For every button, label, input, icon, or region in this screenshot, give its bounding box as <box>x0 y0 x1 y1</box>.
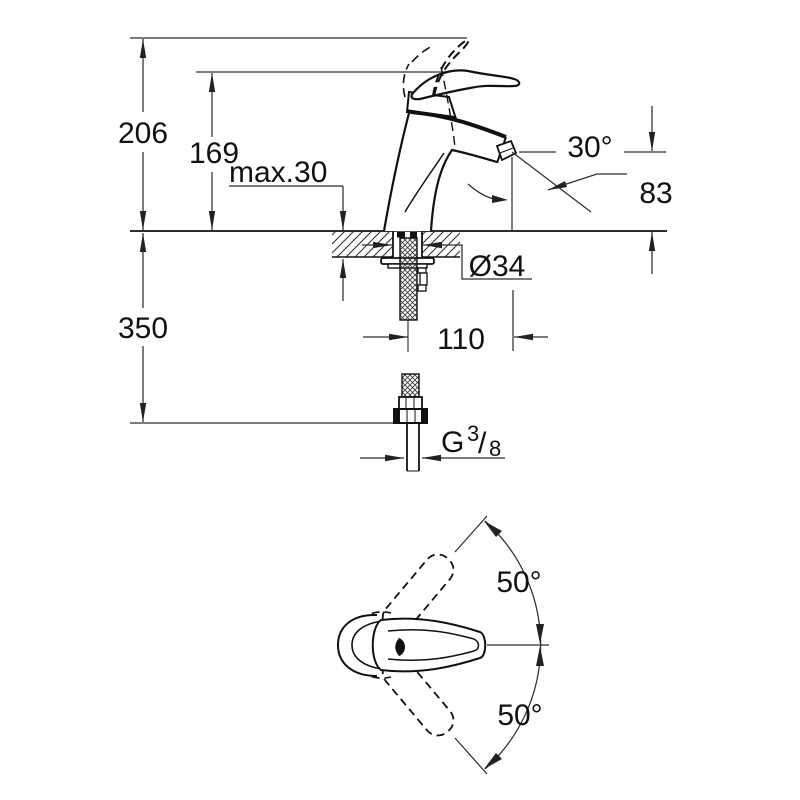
dim-label-swivel-lower: 50° <box>497 699 542 732</box>
lever-swing-trace-top <box>411 44 435 63</box>
swivel-diagonal-lower <box>454 737 488 775</box>
dimension-hose-length: 350 <box>118 233 168 422</box>
body-contour-line <box>404 152 445 213</box>
dimension-spout-angle: 30° <box>519 131 666 191</box>
dimension-thread: G 3 / 8 <box>360 421 505 462</box>
swivel-arrowhead-lower-center-icon <box>536 646 544 666</box>
lever-hidden-edge <box>440 66 456 148</box>
dim-34-leader <box>452 244 532 280</box>
dim-label-lever-height: 169 <box>189 137 239 170</box>
lever-inner-edge-top <box>387 628 475 640</box>
supply-hose-braided-lower <box>401 373 420 399</box>
dim-30-leader-arrow <box>547 173 598 191</box>
dim-label-deck-thickness: max.30 <box>229 156 327 189</box>
handle-body-joint <box>406 109 457 120</box>
hose-fitting-top <box>417 267 427 274</box>
side-view: 206 169 max.30 350 83 <box>118 37 673 472</box>
swivel-diagonal-upper <box>454 515 488 553</box>
nut-shade-left <box>395 410 400 422</box>
flow-direction-arrowhead-icon <box>492 195 508 203</box>
lever-raised-dashed <box>432 38 470 97</box>
dimension-overall-height: 206 <box>118 39 168 230</box>
dim-label-spout-angle: 30° <box>567 131 612 164</box>
thread-nut-g38 <box>393 408 428 424</box>
lever-swing-trace-left <box>402 63 410 98</box>
lever-top-view <box>371 617 487 673</box>
handle-top-view <box>336 613 487 677</box>
body-left-edge <box>382 112 411 232</box>
dimension-outlet-height: 83 <box>639 106 673 274</box>
shank-seal-left <box>397 232 405 238</box>
dim-label-thread-slash: / <box>478 427 487 460</box>
dim-label-hole-diameter: Ø34 <box>469 250 526 283</box>
dim-label-thread-numerator: 3 <box>467 421 479 446</box>
dim-label-outlet-height: 83 <box>639 177 672 210</box>
nut-shade-right <box>421 410 426 422</box>
lever-logo-notch <box>395 638 405 656</box>
body-fill <box>384 113 506 231</box>
body-right-edge-spout-underside <box>429 148 498 232</box>
dimension-lever-height: 169 <box>189 73 239 230</box>
dimension-spout-projection: 110 <box>363 323 548 356</box>
handle-dome-outline <box>336 613 378 677</box>
lever-inner-edge-tip <box>473 638 480 652</box>
swivel-arrowhead-upper-center-icon <box>536 624 544 644</box>
supply-hose-braided-upper <box>399 237 418 321</box>
dimension-hole-diameter: Ø34 <box>362 241 532 283</box>
swivel-arrowhead-top-icon <box>484 521 502 537</box>
handle-dome-inner-arc <box>351 620 383 670</box>
lever-inner-edge-bottom <box>387 650 475 662</box>
swivel-arc <box>484 520 542 770</box>
hose-fitting-bottom <box>417 284 427 292</box>
top-view-handle-swivel: 50° 50° <box>336 515 549 775</box>
dim-label-spout-projection: 110 <box>437 323 485 356</box>
dim-label-thread-denominator: 8 <box>489 436 501 461</box>
lever-handle-side <box>410 69 521 101</box>
dim-label-hose-length: 350 <box>118 312 168 345</box>
dim-label-swivel-upper: 50° <box>496 566 541 599</box>
swivel-arrowhead-bottom-icon <box>484 753 502 769</box>
mounting-hardware <box>380 231 435 472</box>
dimension-deck-thickness: max.30 <box>229 156 347 301</box>
shank-seal-right <box>410 232 417 238</box>
faucet-body <box>382 38 521 232</box>
dim-label-overall-height: 206 <box>118 117 168 150</box>
swivel-construction <box>454 515 549 775</box>
dim-label-thread-g: G <box>441 426 464 459</box>
hose-fitting-mid <box>419 272 428 286</box>
aerator-detail-line <box>499 147 514 154</box>
